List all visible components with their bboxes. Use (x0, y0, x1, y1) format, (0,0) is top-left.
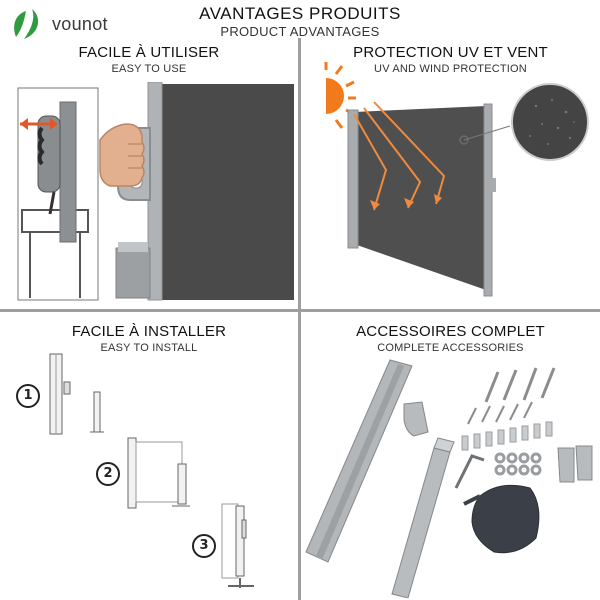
panel-accessories-subtitle: COMPLETE ACCESSORIES (377, 342, 524, 354)
brand-logo: vounot (8, 6, 138, 42)
vertical-divider (298, 38, 301, 600)
step-1-badge: 1 (16, 384, 40, 408)
horizontal-divider (0, 309, 600, 312)
page-title: AVANTAGES PRODUITS (199, 4, 401, 23)
drag-arrow-icon (20, 118, 58, 130)
panel-install-subtitle: EASY TO INSTALL (100, 342, 198, 354)
accessories-illustration (305, 359, 593, 598)
panel-accessories-title: ACCESSOIRES COMPLET (356, 323, 545, 340)
step-2-badge: 2 (96, 462, 120, 486)
uv-protection-illustration (324, 62, 589, 297)
panel-install-title: FACILE À INSTALLER (71, 323, 227, 340)
page-subtitle: PRODUCT ADVANTAGES (220, 24, 380, 39)
brand-name: vounot (52, 13, 108, 34)
step-3-badge: 3 (192, 534, 216, 558)
magnifier-icon (459, 83, 589, 161)
panel-uv-subtitle: UV AND WIND PROTECTION (374, 63, 527, 75)
panel-uv-title: PROTECTION UV ET VENT (353, 44, 548, 61)
install-step-2-illustration (127, 437, 190, 509)
leaf-logo-icon (14, 9, 39, 39)
install-step-1-illustration (49, 353, 104, 435)
panel-easy-use-subtitle: EASY TO USE (111, 63, 187, 75)
panel-easy-use-title: FACILE À UTILISER (78, 44, 220, 61)
install-step-3-illustration (221, 503, 254, 588)
easy-use-illustration (17, 82, 294, 304)
